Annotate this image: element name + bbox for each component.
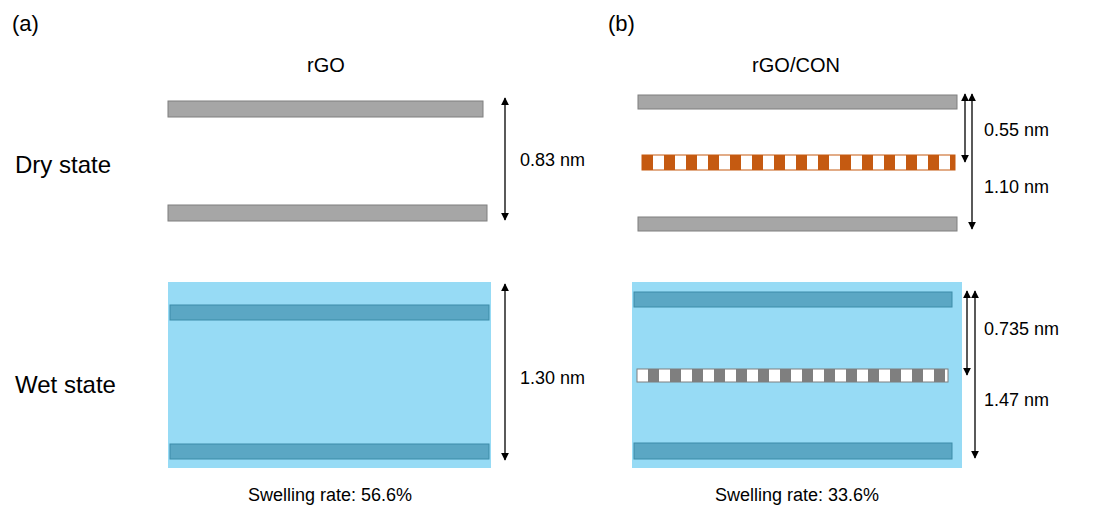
- con-layer: [642, 155, 955, 170]
- rgo-sheet-wet: [634, 292, 952, 307]
- dimension-label: 1.47 nm: [984, 390, 1049, 411]
- rgo-sheet: [638, 95, 957, 109]
- swelling-rate: Swelling rate: 33.6%: [715, 485, 879, 506]
- dimension-label: 1.30 nm: [520, 368, 585, 389]
- dimension-arrow: [504, 284, 505, 460]
- rgo-sheet-wet: [634, 443, 952, 459]
- dimension-label: 0.55 nm: [984, 120, 1049, 141]
- panel-title: rGO/CON: [752, 54, 840, 77]
- dimension-arrow: [966, 291, 967, 375]
- panel-title: rGO: [307, 54, 345, 77]
- rgo-sheet: [168, 205, 487, 221]
- dimension-arrow: [974, 291, 975, 458]
- dimension-arrow: [971, 94, 972, 229]
- rgo-sheet-wet: [170, 444, 489, 459]
- dimension-label: 1.10 nm: [984, 177, 1049, 198]
- con-layer-wet: [637, 369, 948, 382]
- panel-letter: (a): [12, 11, 39, 36]
- row-label: Wet state: [15, 371, 116, 399]
- dimension-arrow: [964, 94, 965, 162]
- rgo-sheet: [168, 101, 483, 117]
- water: [632, 282, 962, 468]
- rgo-sheet: [638, 217, 957, 231]
- dimension-arrow: [504, 98, 505, 220]
- dimension-label: 0.83 nm: [520, 150, 585, 171]
- rgo-sheet-wet: [170, 305, 489, 320]
- row-label: Dry state: [15, 151, 111, 179]
- dimension-label: 0.735 nm: [984, 319, 1059, 340]
- water: [168, 282, 491, 468]
- swelling-rate: Swelling rate: 56.6%: [248, 485, 412, 506]
- panel-letter: (b): [608, 11, 635, 36]
